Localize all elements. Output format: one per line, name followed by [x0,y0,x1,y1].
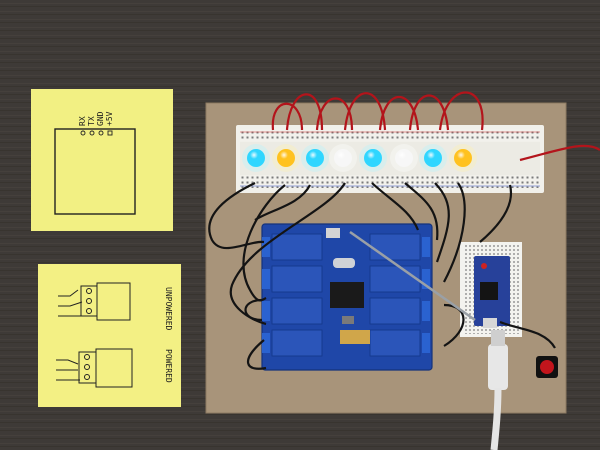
long-breadboard [236,125,544,193]
usb-connector [326,228,340,238]
relay-module [261,223,433,371]
relay-blocks [262,233,430,357]
relay-block [369,297,430,325]
led-row [242,144,477,172]
relay-block [262,329,323,357]
pin-label-5v: +5V [105,111,114,126]
drawn-board-outline [54,128,136,215]
arduino-nano [474,256,510,328]
pin-labels: RX TX GND +5V [78,111,114,126]
usb-cable [488,330,508,450]
led [301,144,329,172]
led [419,144,447,172]
led [272,144,300,172]
pin-label-gnd: GND [96,111,105,126]
red-push-button [536,356,558,378]
drawn-pin-holes [80,130,113,136]
label-unpowered: UNPOWERED [164,287,173,331]
relay-block [262,265,323,293]
pin-label-tx: TX [87,116,96,126]
sticky-note-bottom: UNPOWERED POWERED [38,264,181,407]
relay-block [369,329,430,357]
relay-block [262,233,323,261]
relay-block [262,297,323,325]
crystal [333,258,355,268]
led [329,144,357,172]
drawn-relay-powered [56,348,133,388]
pin-label-rx: RX [78,116,87,126]
led [242,144,270,172]
sticky-note-top: RX TX GND +5V [31,89,173,231]
led [449,144,477,172]
relay-block [369,265,430,293]
black-jumper-wires [208,182,556,370]
relay-block [369,233,430,261]
drawn-relay-unpowered [58,282,131,321]
led [359,144,387,172]
led [390,144,418,172]
red-jumper-wires [271,91,600,162]
gray-jumper [349,230,476,322]
microcontroller-chip [330,282,364,308]
label-powered: POWERED [164,349,173,383]
